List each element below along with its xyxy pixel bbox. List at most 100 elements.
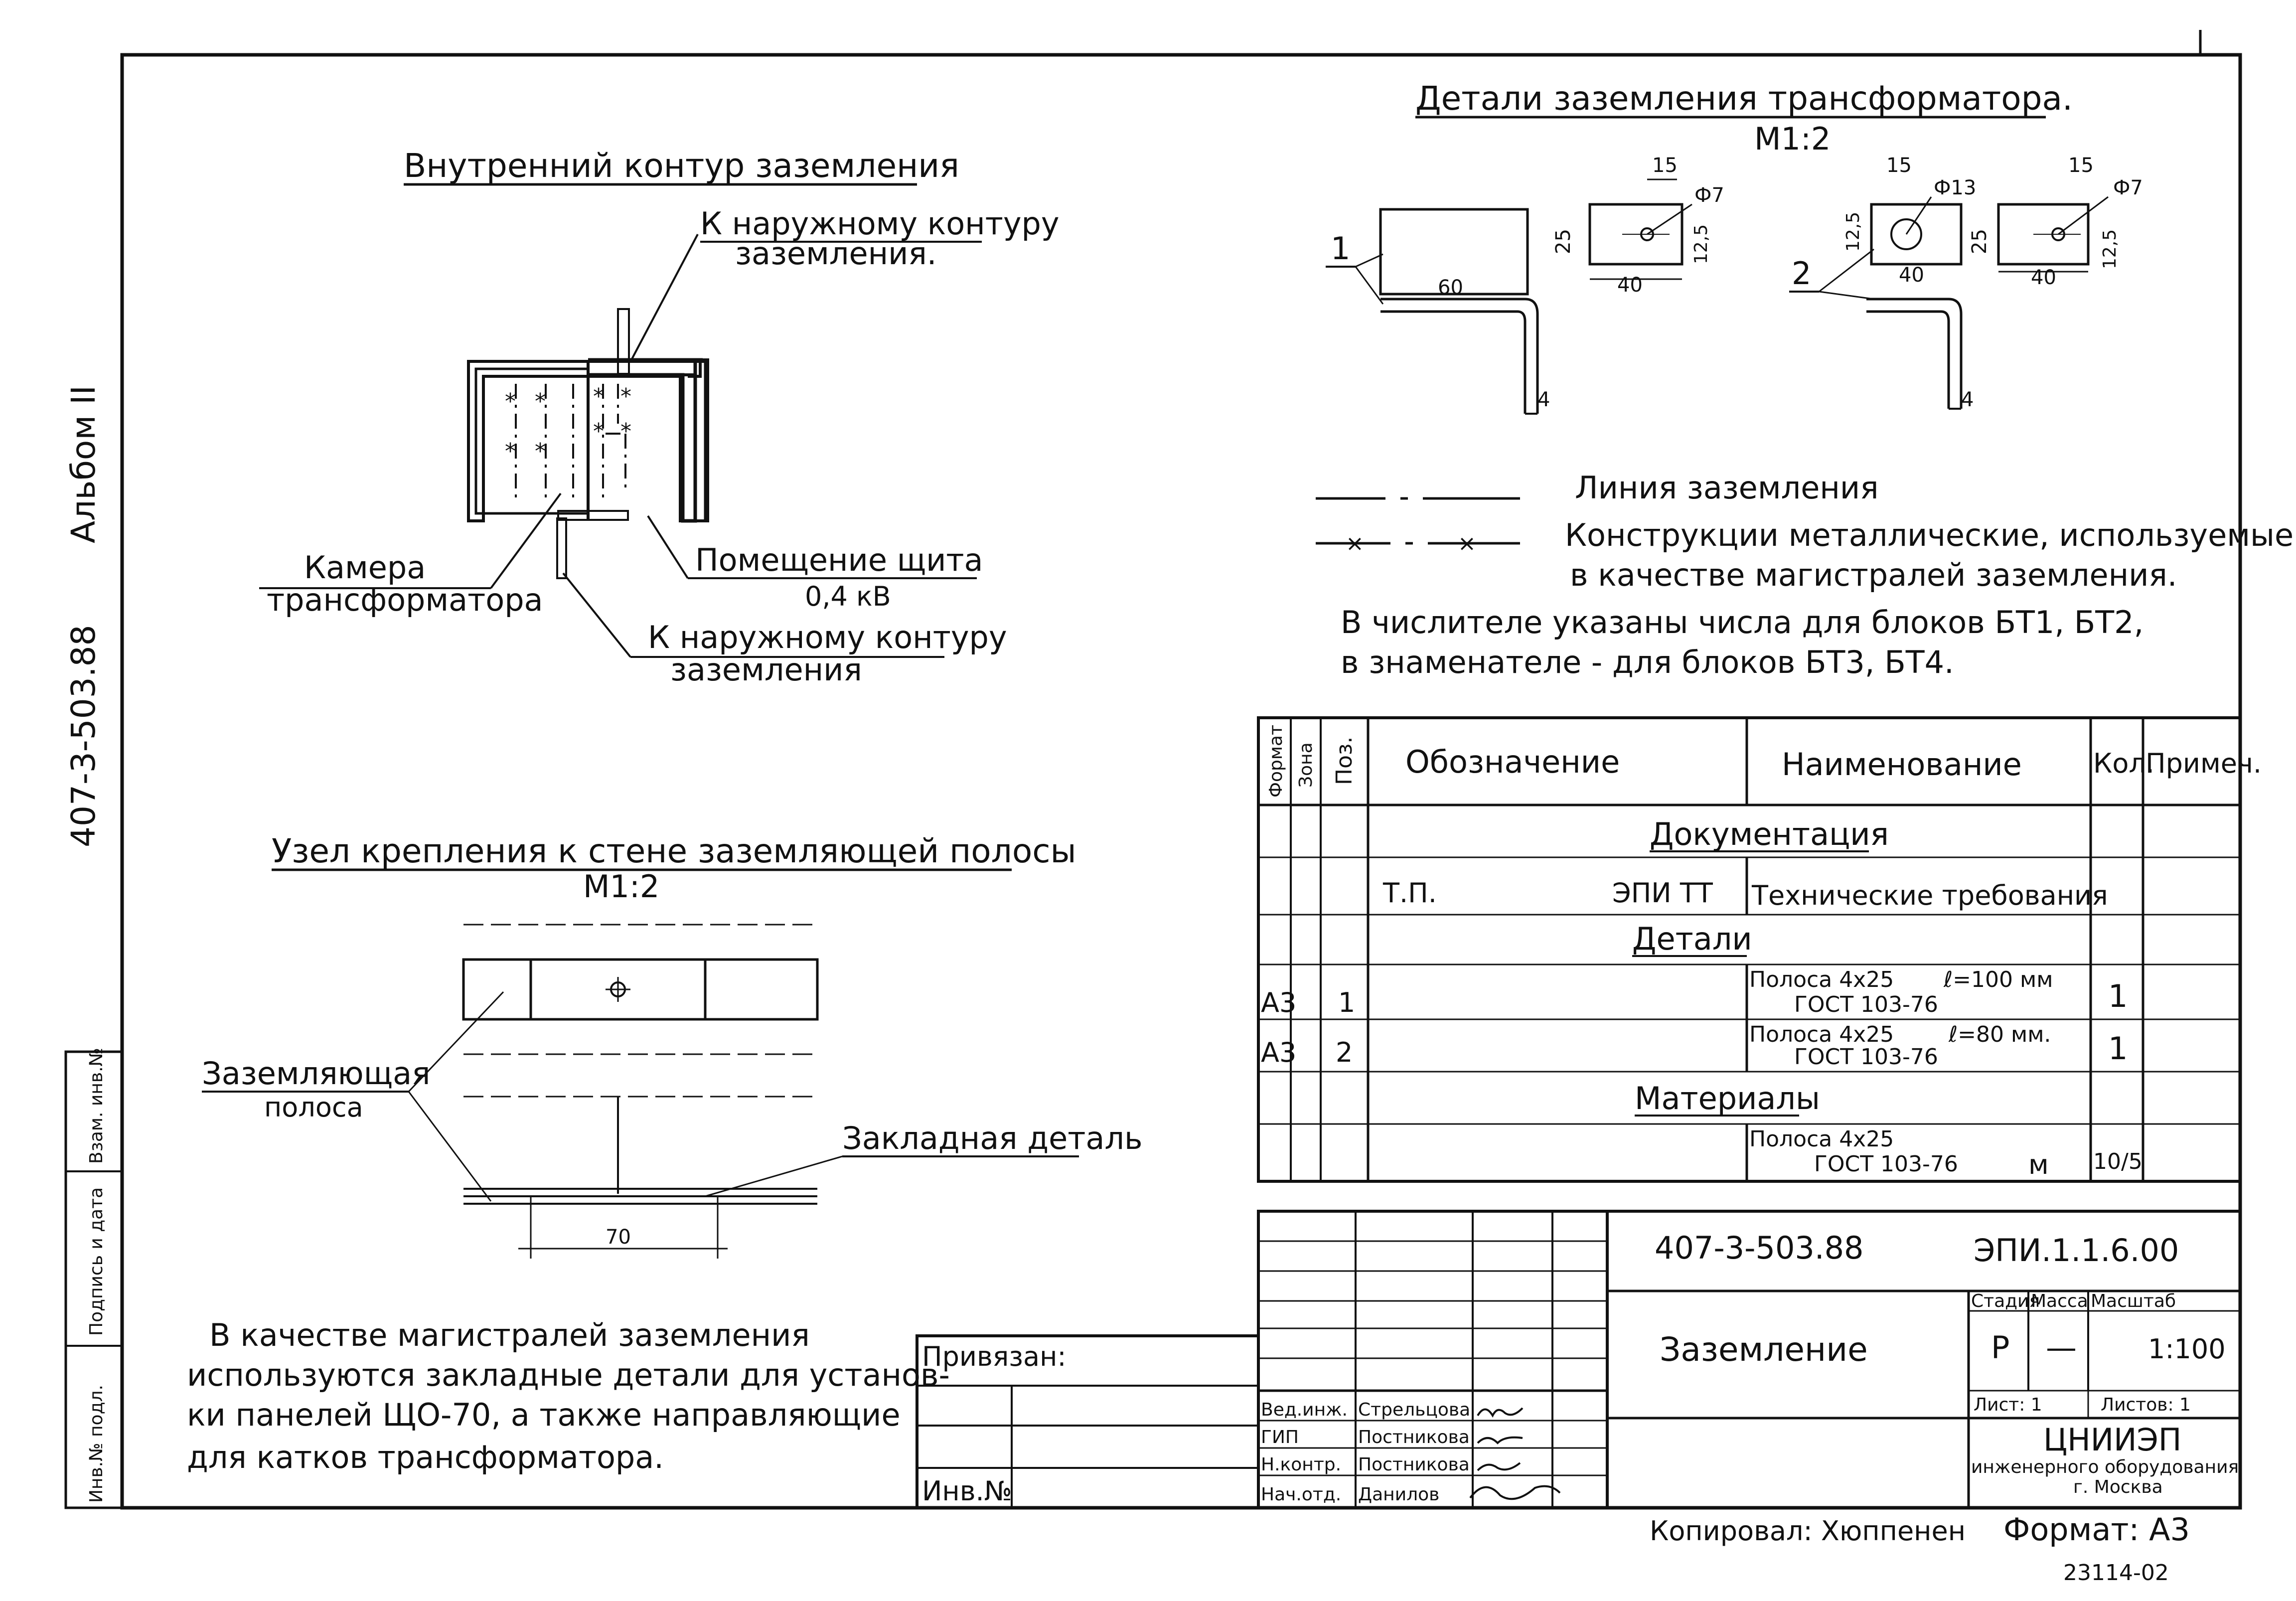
part2-name-2: ГОСТ 103-76: [1794, 1044, 1938, 1070]
sig-name-4: Данилов: [1358, 1484, 1439, 1505]
part1-pos: 1: [1338, 987, 1355, 1018]
bottom-note-3: ки панелей ЩО-70, а также направляющие: [187, 1397, 901, 1433]
legend-note-2: в знаменателе - для блоков БТ3, БТ4.: [1341, 644, 1954, 680]
to-outer-bottom-line1: К наружному контуру: [648, 619, 1007, 655]
svg-text:×: ×: [1346, 531, 1364, 556]
mat1-qty: 10/5: [2093, 1149, 2143, 1174]
legend: Линия заземления × × Конструкции металли…: [1316, 470, 2294, 680]
stage-label: Стадия: [1971, 1291, 2040, 1311]
floor-plate: [557, 510, 629, 521]
part1-name-2: ГОСТ 103-76: [1794, 992, 1938, 1017]
hdr-pos: Поз.: [1332, 737, 1357, 785]
side-stamp-sign: Подпись и дата: [86, 1187, 107, 1336]
embedded-label: Закладная деталь: [842, 1120, 1143, 1156]
spec-table: Формат Зона Поз. Обозначение Наименовани…: [1257, 716, 2262, 1183]
svg-text:*: *: [535, 389, 546, 414]
dim-15a: 15: [1652, 154, 1678, 177]
dim-25a: 25: [1552, 229, 1575, 254]
sig-name-2: Постникова: [1358, 1427, 1470, 1447]
mass-label: Масса: [2031, 1291, 2088, 1311]
section-materials: Материалы: [1635, 1080, 1820, 1117]
org-name: ЦНИИЭП: [2043, 1422, 2181, 1458]
to-outer-top-line2: заземления.: [735, 235, 936, 272]
doc-name: Технические требования: [1751, 880, 2108, 911]
svg-text:×: ×: [1458, 531, 1476, 556]
legend-metal-1: Конструкции металлические, используемые: [1565, 517, 2294, 553]
svg-text:*: *: [593, 419, 604, 444]
pos-2: 2: [1792, 255, 1811, 292]
doc-designation-left: Т.П.: [1382, 877, 1437, 909]
title-block: Привязан: Инв.№ Вед.инж. Стрельцова ГИП …: [916, 1210, 2242, 1509]
dim-125a: 12,5: [1691, 224, 1711, 264]
rooms-outline: [467, 360, 708, 521]
side-stamp-replace: Взам. инв.№: [86, 1048, 107, 1164]
stamp-number: 23114-02: [2063, 1560, 2169, 1586]
album-label: Альбом II: [64, 385, 103, 543]
inner-contour-title: Внутренний контур заземления: [404, 147, 959, 185]
dim-125b: 12,5: [1843, 212, 1863, 252]
part1-length: ℓ=100 мм: [1943, 967, 2053, 992]
inner-contour-section: Внутренний контур заземления К наружному…: [404, 147, 1060, 522]
chamber-label-1: Камера: [304, 549, 426, 586]
side-stamp: Инв.№ подл. Подпись и дата Взам. инв.№: [64, 1048, 124, 1509]
section-parts: Детали: [1632, 921, 1752, 957]
side-stamp-inv: Инв.№ подл.: [86, 1385, 107, 1503]
riser-top: [617, 308, 630, 375]
legend-ground-line: Линия заземления: [1575, 470, 1879, 506]
stage-value: Р: [1991, 1329, 2009, 1366]
hdr-format: Формат: [1266, 725, 1286, 798]
dim-4a: 4: [1537, 388, 1550, 411]
bottom-note-2: используются закладные детали для устано…: [187, 1357, 950, 1393]
doc-designation-right: ЭПИ ТТ: [1612, 877, 1713, 909]
hdr-name: Наименование: [1782, 746, 2022, 783]
to-outer-top-line1: К наружному контуру: [700, 205, 1060, 242]
sheets-label: Листов: 1: [2101, 1395, 2191, 1415]
dim-phi13: Ф13: [1934, 176, 1976, 199]
dim-15c: 15: [2068, 154, 2094, 177]
metal-construction-marks: ** ** ** **: [505, 384, 631, 464]
doc-number: 407-3-503.88: [1655, 1230, 1863, 1266]
mass-value: —: [2046, 1329, 2077, 1366]
ground-lines: [515, 384, 626, 503]
sheet-title: Заземление: [1660, 1330, 1868, 1369]
sig-role-1: Вед.инж.: [1261, 1400, 1348, 1420]
section-documentation: Документация: [1650, 816, 1889, 852]
dim-40b: 40: [1899, 264, 1924, 287]
bottom-note: В качестве магистралей заземления исполь…: [187, 1317, 950, 1475]
strip-label-1: Заземляющая: [202, 1055, 430, 1092]
svg-text:*: *: [535, 439, 546, 464]
part2-format: А3: [1261, 1037, 1296, 1068]
legend-note-1: В числителе указаны числа для блоков БТ1…: [1341, 604, 2143, 640]
org-city: г. Москва: [2073, 1477, 2163, 1497]
svg-text:*: *: [620, 419, 631, 444]
sig-name-3: Постникова: [1358, 1454, 1470, 1475]
dim-phi7c: Ф7: [2113, 176, 2143, 199]
handwritten-signatures: [1469, 1407, 1561, 1500]
dim-phi7a: Ф7: [1694, 184, 1724, 207]
details-section: Детали заземления трансформатора. М1:2 6…: [1326, 79, 2143, 415]
details-title: Детали заземления трансформатора.: [1415, 79, 2073, 118]
vertical-project-code: 407-3-503.88: [64, 625, 103, 847]
part2-name-1: Полоса 4х25: [1749, 1022, 1894, 1047]
strip-label-2: полоса: [264, 1092, 363, 1123]
format-label: Формат: А3: [2003, 1511, 2190, 1548]
riser-bottom: [556, 517, 567, 579]
mat1-name-2: ГОСТ 103-76: [1814, 1151, 1958, 1177]
sig-role-4: Нач.отд.: [1261, 1484, 1341, 1505]
copied-by: Копировал: Хюппенен: [1650, 1515, 1966, 1547]
dim-4b: 4: [1961, 388, 1974, 411]
inv-no-label: Инв.№: [922, 1475, 1012, 1507]
panel-room-label-1: Помещение щита: [695, 542, 983, 578]
chamber-label-2: трансформатора: [267, 582, 543, 618]
pos-1: 1: [1331, 230, 1350, 267]
hdr-designation: Обозначение: [1405, 744, 1620, 780]
dim-15b: 15: [1886, 154, 1912, 177]
svg-text:*: *: [505, 439, 516, 464]
sig-role-3: Н.контр.: [1261, 1454, 1341, 1475]
dim-70: 70: [606, 1226, 631, 1249]
bound-label: Привязан:: [922, 1341, 1067, 1372]
part1-name-1: Полоса 4х25: [1749, 967, 1894, 992]
fastening-title: Узел крепления к стене заземляющей полос…: [272, 832, 1076, 870]
svg-text:*: *: [593, 384, 604, 409]
